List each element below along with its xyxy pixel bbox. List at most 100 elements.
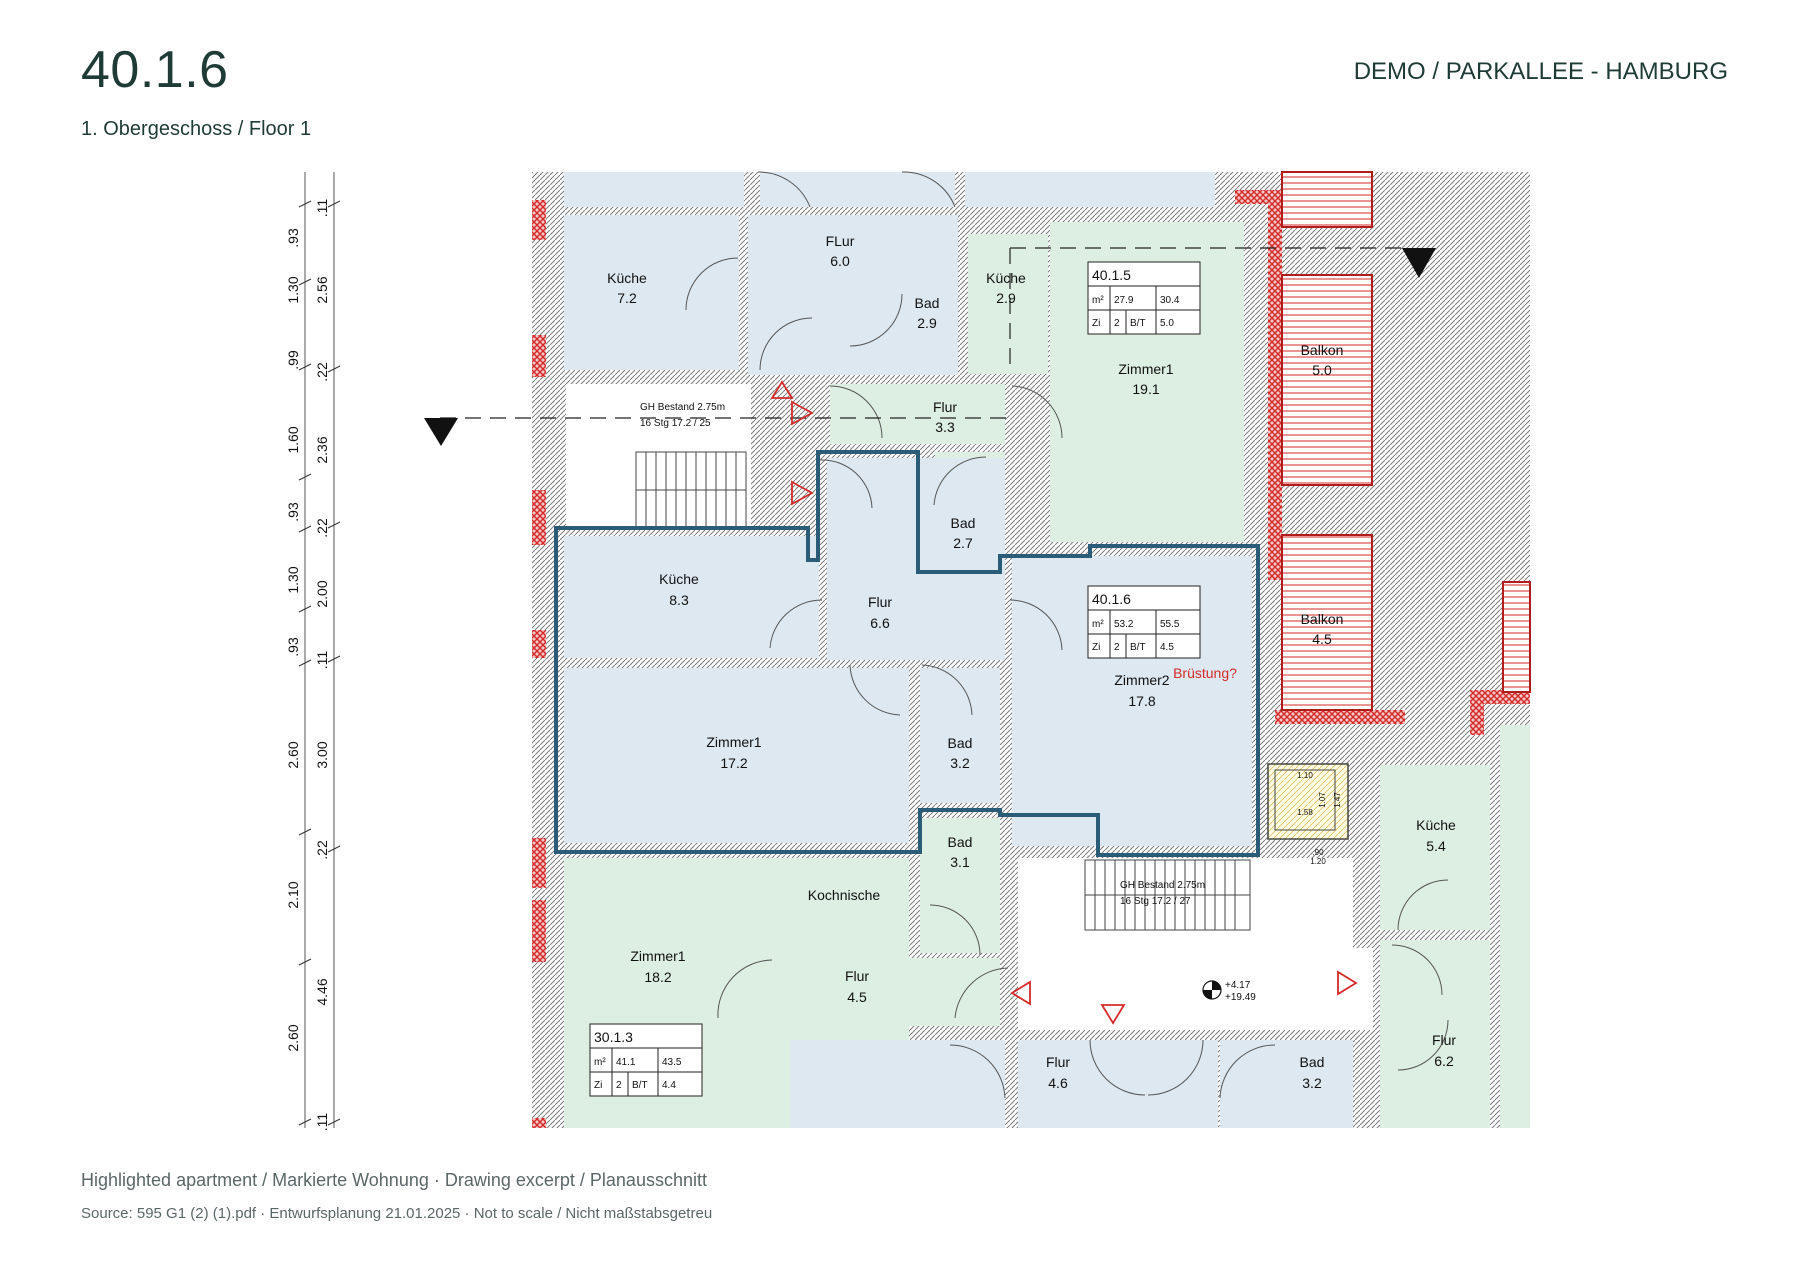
lift-door-2: 1.20: [1310, 857, 1326, 866]
unit-box-30-1-3-zi: 2: [616, 1080, 622, 1091]
dim-left-1: .93: [285, 228, 301, 248]
label-kueche-7-2-area: 7.2: [617, 290, 637, 306]
dimension-labels-right: .11 2.56 .22 2.36 .22 2.00 .11 3.00 .22 …: [314, 199, 330, 1132]
stair-2-steps: 16 Stg 17.2 / 27: [1120, 896, 1191, 907]
label-flur-6-0-area: 6.0: [830, 253, 850, 269]
stair-2-height: GH Bestand 2.75m: [1120, 880, 1205, 891]
room-kueche-2-9: [968, 234, 1048, 374]
label-kueche-2-9-area: 2.9: [996, 290, 1016, 306]
label-flur-4-6-area: 4.6: [1048, 1075, 1068, 1091]
dim-right-7: .11: [314, 651, 330, 670]
unit-box-40-1-5-zi: 2: [1114, 318, 1120, 329]
project-name: DEMO / PARKALLEE - HAMBURG: [1353, 58, 1728, 85]
unit-box-40-1-5-id: 40.1.5: [1092, 267, 1131, 283]
entrance-markers: [770, 380, 1358, 1025]
unit-box-40-1-6-bt: 4.5: [1160, 642, 1174, 653]
label-bad-2-7-area: 2.7: [953, 535, 973, 551]
unit-box-30-1-3-bt-label: B/T: [632, 1080, 648, 1091]
dim-right-9: .22: [314, 840, 330, 860]
demolition-walls: [532, 190, 1530, 1128]
stair-2: [1084, 859, 1251, 931]
label-kueche-8-3-name: Küche: [659, 571, 699, 587]
dim-right-6: 2.00: [314, 580, 330, 607]
level-value-1: +4.17: [1225, 980, 1251, 991]
section-marker-left: [424, 418, 458, 446]
label-bad-2-9-area: 2.9: [917, 315, 937, 331]
room-flur-4-6: [1018, 1040, 1218, 1128]
room-kueche-5-4: [1380, 765, 1490, 930]
label-zimmer1-18-2-name: Zimmer1: [630, 948, 685, 964]
unit-box-40-1-6-m2-a: 53.2: [1114, 619, 1134, 630]
unit-box-30-1-3-zi-label: Zi: [594, 1080, 602, 1091]
door-swings: [685, 171, 1449, 1099]
room-stair-1: [566, 384, 751, 529]
section-marker-right: [1402, 248, 1436, 278]
label-bad-3-2-lower-name: Bad: [1300, 1054, 1325, 1070]
room-bad-2-9: [830, 290, 958, 375]
lift-door-1: .90: [1312, 848, 1324, 857]
room-top-left-strip: [564, 172, 744, 207]
dim-right-4: 2.36: [314, 436, 330, 463]
label-flur-4-5-name: Flur: [845, 968, 869, 984]
label-bad-3-2-name: Bad: [948, 735, 973, 751]
dim-left-3: .99: [285, 350, 301, 370]
dim-left-7: .93: [285, 637, 301, 657]
label-kueche-8-3-area: 8.3: [669, 592, 689, 608]
lift-h1: 1.07: [1318, 792, 1327, 808]
lift-depth: 1.58: [1297, 808, 1313, 817]
label-balkon-5-0-area: 5.0: [1312, 362, 1332, 378]
unit-box-40-1-6-id: 40.1.6: [1092, 591, 1131, 607]
label-bad-2-7-name: Bad: [951, 515, 976, 531]
stair-1-height: GH Bestand 2.75m: [640, 402, 725, 413]
dimension-labels-left: .93 1.30 .99 1.60 .93 1.30 .93 2.60 2.10…: [285, 228, 301, 1052]
label-zimmer1-17-2-area: 17.2: [720, 755, 747, 771]
label-bad-3-2-lower-area: 3.2: [1302, 1075, 1322, 1091]
legend-caption: Highlighted apartment / Markierte Wohnun…: [81, 1170, 707, 1190]
unit-box-30-1-3-bt: 4.4: [662, 1080, 676, 1091]
label-flur-6-6-name: Flur: [868, 594, 892, 610]
room-kueche-8-3: [564, 536, 819, 658]
label-flur-6-2-name: Flur: [1432, 1032, 1456, 1048]
label-balkon-5-0-name: Balkon: [1301, 342, 1344, 358]
unit-box-40-1-6-bt-label: B/T: [1130, 642, 1146, 653]
dim-right-3: .22: [314, 362, 330, 382]
label-zimmer2-17-8-name: Zimmer2: [1114, 672, 1169, 688]
label-kueche-7-2-name: Küche: [607, 270, 647, 286]
unit-box-40-1-5-m2-b: 30.4: [1160, 295, 1180, 306]
dim-right-1: .11: [314, 199, 330, 218]
label-zimmer1-17-2-name: Zimmer1: [706, 734, 761, 750]
balconies: [1281, 171, 1531, 711]
stair-1-steps: 16 Stg 17.2 / 25: [640, 418, 711, 429]
dim-right-10: 4.46: [314, 978, 330, 1005]
dim-left-2: 1.30: [285, 276, 301, 303]
label-balkon-4-5-area: 4.5: [1312, 631, 1332, 647]
stair-annotations: GH Bestand 2.75m 16 Stg 17.2 / 25 GH Bes…: [640, 402, 1205, 907]
unit-box-30-1-3-m2-b: 43.5: [662, 1057, 682, 1068]
label-kochnische: Kochnische: [808, 887, 881, 903]
unit-box-30-1-3: [589, 1023, 703, 1097]
label-flur-3-3-area: 3.3: [935, 419, 955, 435]
room-landing: [1018, 948, 1373, 1030]
room-zimmer1-17-2: [564, 668, 909, 843]
unit-box-30-1-3-m2-label: m²: [594, 1057, 606, 1068]
level-marker: +4.17 +19.49: [1202, 980, 1256, 1003]
unit-title: 40.1.6: [81, 41, 229, 99]
label-balkon-4-5-name: Balkon: [1301, 611, 1344, 627]
dimension-chain: [298, 172, 341, 1128]
dim-right-8: 3.00: [314, 741, 330, 768]
room-flur-6-2: [1380, 940, 1490, 1128]
dim-right-2: 2.56: [314, 276, 330, 303]
dim-left-9: 2.10: [285, 881, 301, 908]
unit-box-40-1-5-m2-label: m²: [1092, 295, 1104, 306]
dim-left-10: 2.60: [285, 1024, 301, 1051]
label-flur-3-3-name: Flur: [933, 399, 957, 415]
source-note: Source: 595 G1 (2) (1).pdf · Entwurfspla…: [81, 1205, 713, 1222]
label-kueche-5-4-name: Küche: [1416, 817, 1456, 833]
dim-right-5: .22: [314, 518, 330, 538]
lift: 1.10 1.58 1.07 1.47 .90 1.20: [1267, 763, 1349, 866]
label-bad-2-9-name: Bad: [915, 295, 940, 311]
label-zimmer1-18-2-area: 18.2: [644, 969, 671, 985]
label-kueche-5-4-area: 5.4: [1426, 838, 1446, 854]
unit-box-30-1-3-m2-a: 41.1: [616, 1057, 636, 1068]
